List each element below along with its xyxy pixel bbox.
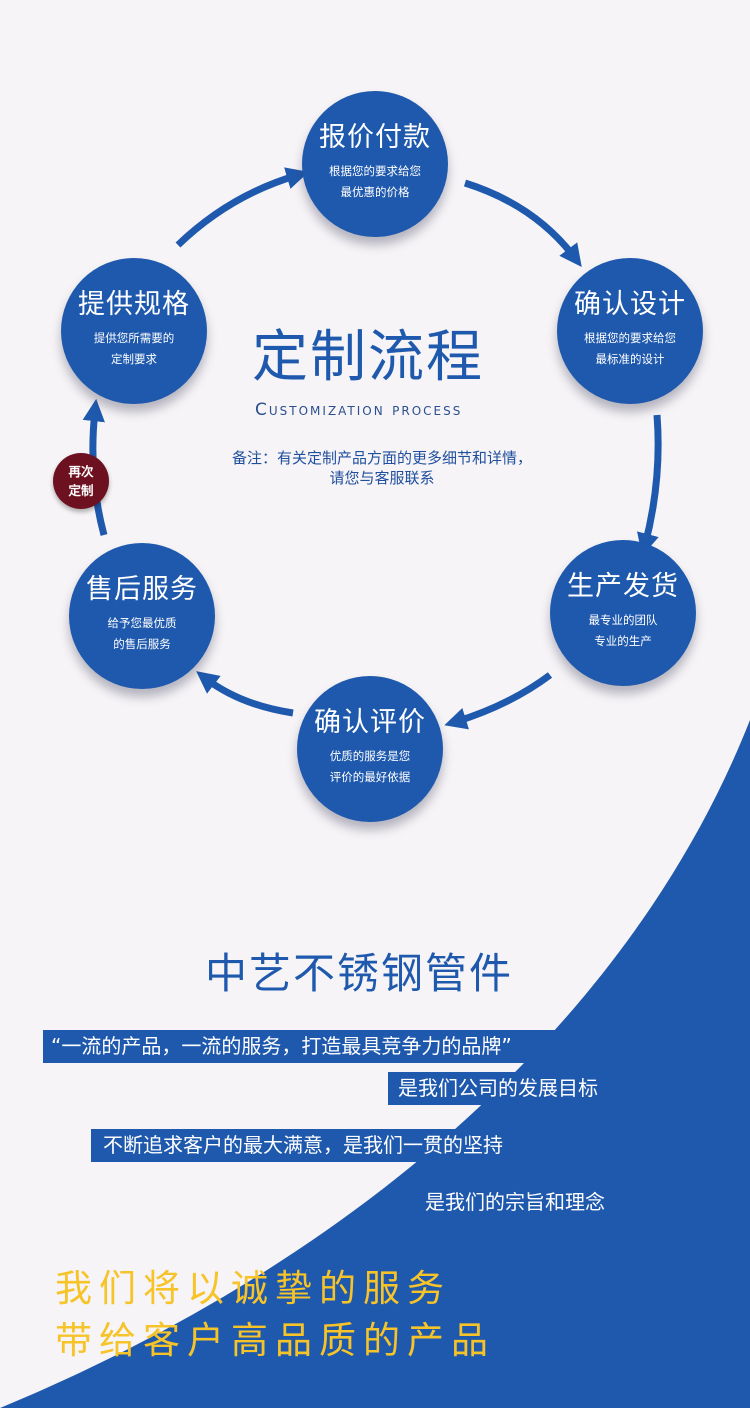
step-desc-line: 给予您最优质 [107,616,177,630]
arrow-step3-to-step4 [444,672,553,730]
step-confirm-review: 确认评价 优质的服务是您 评价的最好依据 [297,676,443,822]
company-line-2: 是我们公司的发展目标 [388,1072,640,1105]
step-desc-line: 的售后服务 [113,637,171,651]
process-subtitle: Customization process [255,400,463,420]
company-line-4: 是我们的宗旨和理念 [425,1190,605,1214]
company-line-1: “一流的产品，一流的服务，打造最具竞争力的品牌” [43,1030,598,1063]
step-title: 确认设计 [574,289,686,320]
blue-curve-shape [0,720,750,1408]
redo-customize-badge: 再次 定制 [53,453,109,509]
process-title: 定制流程 [252,325,484,390]
redo-line: 定制 [68,483,94,498]
step-desc-line: 最优惠的价格 [340,185,410,199]
company-name: 中艺不锈钢管件 [205,949,514,998]
step-title: 售后服务 [86,574,198,605]
process-note: 备注：有关定制产品方面的更多细节和详情， 请您与客服联系 [150,448,614,488]
slogan-line-2: 带给客户高品质的产品 [55,1319,495,1362]
step-desc-line: 提供您所需要的 [93,331,175,345]
step-title: 确认评价 [314,707,426,738]
step-production-shipping: 生产发货 最专业的团队 专业的生产 [550,540,696,686]
step-title: 生产发货 [567,571,679,602]
step-title: 报价付款 [319,122,431,153]
arrow-step1-to-step2 [463,179,582,267]
step-description: 提供您所需要的 定制要求 [94,328,175,370]
step-desc-line: 优质的服务是您 [329,749,411,763]
step-description: 最专业的团队 专业的生产 [589,610,658,652]
step-desc-line: 最专业的团队 [588,613,658,627]
step-description: 根据您的要求给您 最优惠的价格 [329,161,421,203]
step-provide-specs: 提供规格 提供您所需要的 定制要求 [61,258,207,404]
step-description: 根据您的要求给您 最标准的设计 [584,328,676,370]
arrow-step4-to-step5 [196,671,294,717]
step-description: 给予您最优质 的售后服务 [108,613,177,655]
note-line: 备注：有关定制产品方面的更多细节和详情， [231,449,532,467]
step-desc-line: 评价的最好依据 [329,770,411,784]
step-quote-payment: 报价付款 根据您的要求给您 最优惠的价格 [302,91,448,237]
step-desc-line: 专业的生产 [594,634,652,648]
step-desc-line: 根据您的要求给您 [584,331,676,345]
step-desc-line: 根据您的要求给您 [329,164,421,178]
slogan-line-1: 我们将以诚挚的服务 [55,1267,451,1310]
company-line-3: 不断追求客户的最大满意，是我们一贯的坚持 [91,1129,591,1162]
step-title: 提供规格 [78,289,190,320]
step-desc-line: 最标准的设计 [595,352,665,366]
step-confirm-design: 确认设计 根据您的要求给您 最标准的设计 [557,258,703,404]
arrow-step2-to-step3 [636,414,662,556]
step-description: 优质的服务是您 评价的最好依据 [330,746,411,788]
step-after-sales: 售后服务 给予您最优质 的售后服务 [69,543,215,689]
step-desc-line: 定制要求 [111,352,157,366]
note-line: 请您与客服联系 [329,469,435,487]
arrow-step6-to-step1 [175,167,309,248]
redo-line: 再次 [68,464,94,479]
